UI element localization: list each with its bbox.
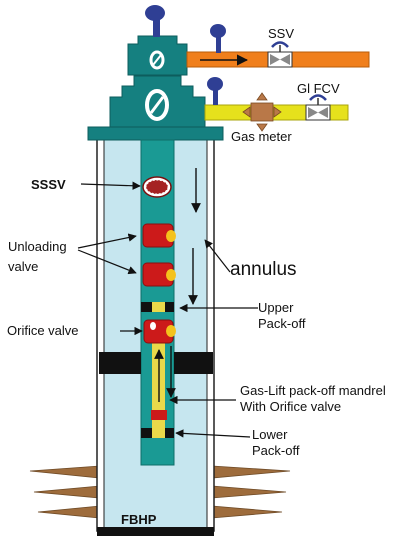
gl-fcv-valve: [305, 94, 331, 121]
gas-meter-icon: [242, 92, 282, 132]
casing-bottom: [97, 527, 214, 536]
wellhead-flange: [87, 126, 224, 141]
orifice-valve-label: Orifice valve: [7, 323, 79, 338]
mandrel-insert: [151, 410, 167, 420]
mandrel-label: Gas-Lift pack-off mandrel With Orifice v…: [240, 383, 386, 415]
sssv-valve: [142, 176, 172, 198]
lower-packoff-label: Lower Pack-off: [252, 427, 300, 459]
upper-valve-wheel: [149, 50, 165, 70]
ssv-valve: [267, 41, 293, 68]
formation-right: [211, 465, 291, 519]
pointer-lower-packoff: [175, 429, 251, 438]
unloading-valve-1: [142, 223, 176, 248]
wellhead-lower-block: [109, 75, 206, 128]
ssv-handle: [210, 24, 226, 53]
unloading-valve-2: [142, 262, 176, 287]
unloading-valve-label: Unloading valve: [8, 239, 67, 275]
packer-right: [174, 352, 213, 374]
packer-left: [99, 352, 141, 374]
annulus-label: annulus: [230, 259, 297, 280]
upper-packoff-label: Upper Pack-off: [258, 300, 306, 332]
pointer-annulus: [204, 239, 231, 273]
gl-handle: [207, 77, 223, 105]
pointer-unloading-2: [77, 249, 137, 275]
ssv-label: SSV: [268, 26, 295, 41]
gas-meter-label: Gas meter: [231, 129, 292, 144]
orifice-valve: [143, 319, 176, 344]
lower-valve-wheel: [145, 89, 169, 121]
pointer-sssv: [80, 181, 141, 190]
swab-valve-handle: [145, 5, 165, 37]
pointer-unloading-1: [77, 233, 137, 249]
fbhp-label: FBHP: [121, 512, 157, 527]
gl-fcv-label: Gl FCV: [297, 81, 340, 96]
sssv-label: SSSV: [31, 177, 66, 192]
formation-left: [29, 465, 101, 519]
